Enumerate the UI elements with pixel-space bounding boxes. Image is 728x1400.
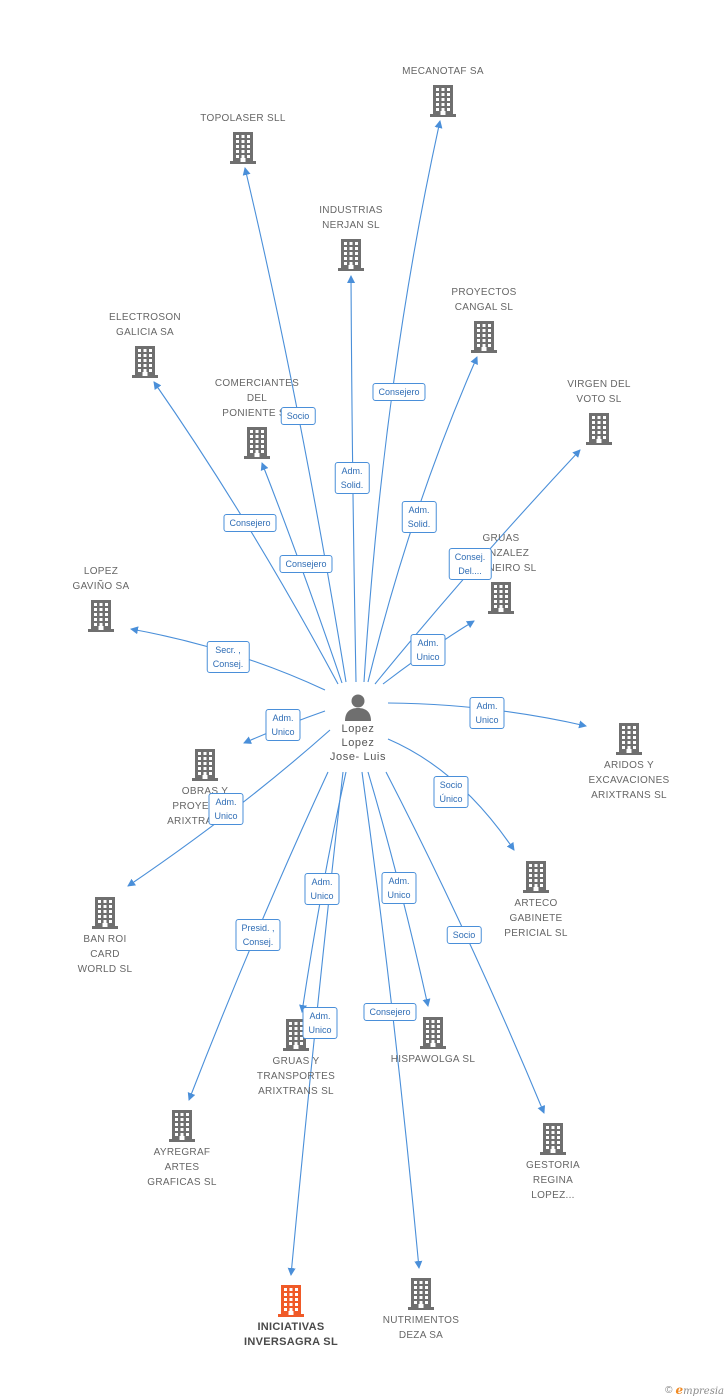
footer: © empresia [665, 1383, 724, 1397]
building-icon [420, 1017, 446, 1049]
relation-label-ayregraf[interactable]: Presid. , Consej. [235, 919, 281, 951]
relation-label-iniciativas[interactable]: Adm. Unico [302, 1007, 338, 1039]
building-icon [244, 427, 270, 459]
relation-label-mecanotaf[interactable]: Consejero [372, 383, 426, 401]
company-label: PROYECTOS CANGAL SL [451, 287, 517, 313]
company-node-topolaser[interactable]: TOPOLASER SLL [168, 111, 318, 164]
relation-label-nutrimentos[interactable]: Consejero [363, 1003, 417, 1021]
building-icon [540, 1123, 566, 1155]
company-label: ARIDOS Y EXCAVACIONES ARIXTRANS SL [588, 760, 670, 801]
building-icon [616, 723, 642, 755]
company-node-lopez_gavino[interactable]: LOPEZ GAVIÑO SA [26, 564, 176, 632]
company-node-virgen[interactable]: VIRGEN DEL VOTO SL [524, 377, 674, 445]
company-node-ayregraf[interactable]: AYREGRAF ARTES GRAFICAS SL [107, 1106, 257, 1190]
edge-comerciantes [260, 462, 343, 684]
building-icon [488, 582, 514, 614]
company-label: INICIATIVAS INVERSAGRA SL [244, 1321, 338, 1348]
relation-label-obras[interactable]: Adm. Unico [265, 709, 301, 741]
relation-label-gestoria[interactable]: Socio [446, 926, 482, 944]
company-node-obras[interactable]: OBRAS Y PROYECTOS ARIXTRANS SL [130, 745, 280, 829]
company-label: LOPEZ GAVIÑO SA [72, 566, 130, 592]
relation-label-electroson[interactable]: Consejero [223, 514, 277, 532]
company-label: AYREGRAF ARTES GRAFICAS SL [147, 1147, 217, 1188]
company-label: GESTORIA REGINA LOPEZ... [526, 1160, 580, 1201]
company-node-iniciativas[interactable]: INICIATIVAS INVERSAGRA SL [216, 1281, 366, 1350]
company-label: GRUAS Y TRANSPORTES ARIXTRANS SL [256, 1056, 336, 1097]
company-node-gruas_transportes[interactable]: GRUAS Y TRANSPORTES ARIXTRANS SL [221, 1015, 371, 1099]
company-node-industrias[interactable]: INDUSTRIAS NERJAN SL [276, 203, 426, 271]
building-icon [408, 1278, 434, 1310]
company-label: INDUSTRIAS NERJAN SL [319, 205, 383, 231]
relation-label-proyectos[interactable]: Adm. Solid. [401, 501, 437, 533]
relation-label-gruas_gonzalez[interactable]: Adm. Unico [410, 634, 446, 666]
company-node-nutrimentos[interactable]: NUTRIMENTOS DEZA SA [346, 1274, 496, 1343]
company-label: ARTECO GABINETE PERICIAL SL [504, 898, 568, 939]
relation-label-topolaser[interactable]: Socio [280, 407, 316, 425]
center-person[interactable]: Lopez Lopez Jose- Luis [298, 692, 418, 764]
company-node-aridos[interactable]: ARIDOS Y EXCAVACIONES ARIXTRANS SL [554, 719, 704, 803]
building-icon [586, 413, 612, 445]
building-icon [192, 749, 218, 781]
person-name: Lopez Lopez Jose- Luis [329, 723, 387, 763]
company-node-gruas_gonzalez[interactable]: GRUAS GONZALEZ CARNEIRO SL [426, 531, 576, 614]
company-node-ban_roi[interactable]: BAN ROI CARD WORLD SL [30, 893, 180, 977]
building-icon [132, 346, 158, 378]
company-label: ELECTROSON GALICIA SA [109, 312, 181, 338]
company-label: TOPOLASER SLL [200, 113, 286, 124]
building-icon [471, 321, 497, 353]
company-node-arteco[interactable]: ARTECO GABINETE PERICIAL SL [461, 857, 611, 941]
building-icon [230, 132, 256, 164]
relation-label-gruas_transportes[interactable]: Adm. Unico [304, 873, 340, 905]
person-icon [345, 694, 371, 721]
company-label: BAN ROI CARD WORLD SL [77, 934, 133, 975]
company-node-proyectos[interactable]: PROYECTOS CANGAL SL [409, 285, 559, 353]
relation-label-arteco[interactable]: Socio Único [433, 776, 469, 808]
company-node-gestoria[interactable]: GESTORIA REGINA LOPEZ... [478, 1119, 628, 1203]
relation-label-lopez_gavino[interactable]: Secr. , Consej. [206, 641, 250, 673]
building-icon [338, 239, 364, 271]
company-node-mecanotaf[interactable]: MECANOTAF SA [368, 64, 518, 117]
relation-label-industrias[interactable]: Adm. Solid. [334, 462, 370, 494]
relation-label-hispawolga[interactable]: Adm. Unico [381, 872, 417, 904]
company-label: HISPAWOLGA SL [390, 1054, 476, 1065]
relation-label-virgen[interactable]: Consej. Del.... [448, 548, 492, 580]
company-node-hispawolga[interactable]: HISPAWOLGA SL [358, 1013, 508, 1067]
building-icon [169, 1110, 195, 1142]
empresia-logo[interactable]: empresia [675, 1383, 724, 1397]
company-label: NUTRIMENTOS DEZA SA [382, 1315, 460, 1341]
company-label: GRUAS GONZALEZ CARNEIRO SL [465, 533, 537, 574]
building-icon [92, 897, 118, 929]
building-icon [430, 85, 456, 117]
building-icon [88, 600, 114, 632]
company-label: VIRGEN DEL VOTO SL [567, 379, 631, 405]
copyright-symbol: © [665, 1384, 673, 1396]
building-icon [283, 1019, 309, 1051]
building-icon [523, 861, 549, 893]
relation-label-comerciantes[interactable]: Consejero [279, 555, 333, 573]
company-label: MECANOTAF SA [402, 66, 484, 77]
company-node-electroson[interactable]: ELECTROSON GALICIA SA [70, 310, 220, 378]
building-icon [278, 1285, 304, 1317]
relation-label-aridos[interactable]: Adm. Unico [469, 697, 505, 729]
relation-label-ban_roi[interactable]: Adm. Unico [208, 793, 244, 825]
